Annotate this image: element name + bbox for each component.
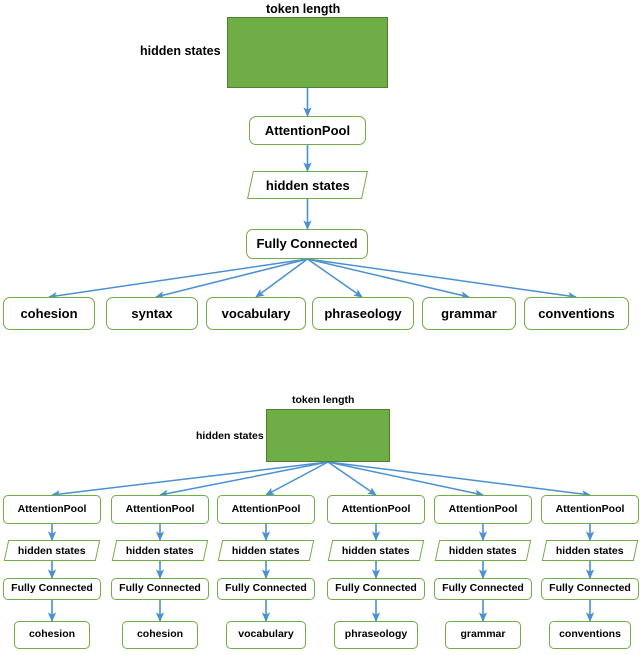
bottom-col5-hidden-states-label: hidden states <box>449 544 517 557</box>
top-output-syntax[interactable]: syntax <box>106 297 198 330</box>
bottom-col3-output[interactable]: vocabulary <box>226 621 306 649</box>
bottom-col4-fullyconnected[interactable]: Fully Connected <box>327 578 425 600</box>
top-output-conventions[interactable]: conventions <box>524 297 629 330</box>
top-matrix-token-length-label: token length <box>266 2 341 16</box>
bottom-col1-fullyconnected[interactable]: Fully Connected <box>3 578 101 600</box>
bottom-col6-fullyconnected[interactable]: Fully Connected <box>541 578 639 600</box>
arrow-fc-to-output-4 <box>307 258 363 298</box>
top-hidden-states-node-label: hidden states <box>265 177 350 193</box>
arrow-fc-to-output-6 <box>307 258 577 300</box>
bottom-col5-fullyconnected[interactable]: Fully Connected <box>434 578 532 600</box>
bottom-col6-hidden-states-label: hidden states <box>556 544 624 557</box>
bottom-col6-attentionpool[interactable]: AttentionPool <box>541 495 639 524</box>
bottom-col1-output[interactable]: cohesion <box>14 621 90 649</box>
bottom-col3-hidden-states[interactable]: hidden states <box>217 540 315 561</box>
arrow-matrix-to-column-6 <box>327 461 591 498</box>
arrow-fc-to-output-3 <box>255 258 308 298</box>
arrow-matrix-to-column-3 <box>265 461 329 496</box>
bottom-col2-output[interactable]: cohesion <box>122 621 198 649</box>
top-output-phraseology[interactable]: phraseology <box>312 297 414 330</box>
top-output-cohesion[interactable]: cohesion <box>3 297 95 330</box>
bottom-col5-output[interactable]: grammar <box>445 621 521 649</box>
top-fullyconnected-node[interactable]: Fully Connected <box>246 229 368 259</box>
bottom-col1-hidden-states[interactable]: hidden states <box>3 540 101 561</box>
bottom-col2-hidden-states-label: hidden states <box>126 544 194 557</box>
top-hidden-states-node[interactable]: hidden states <box>247 171 368 199</box>
bottom-col2-hidden-states[interactable]: hidden states <box>111 540 209 561</box>
arrow-fc-to-output-1 <box>48 258 308 300</box>
top-output-grammar[interactable]: grammar <box>422 297 516 330</box>
bottom-matrix-token-length-label: token length <box>292 394 355 406</box>
arrow-matrix-to-column-5 <box>327 461 484 498</box>
bottom-col5-attentionpool[interactable]: AttentionPool <box>434 495 532 524</box>
top-hidden-states-matrix <box>227 17 388 88</box>
bottom-matrix-hidden-states-label: hidden states <box>196 430 264 442</box>
arrow-matrix-to-column-2 <box>159 461 329 498</box>
bottom-hidden-states-matrix <box>266 409 390 462</box>
arrow-matrix-to-column-4 <box>327 461 377 496</box>
bottom-col4-attentionpool[interactable]: AttentionPool <box>327 495 425 524</box>
bottom-col2-fullyconnected[interactable]: Fully Connected <box>111 578 209 600</box>
bottom-col3-hidden-states-label: hidden states <box>232 544 300 557</box>
arrow-fc-to-output-2 <box>155 258 308 299</box>
bottom-col6-hidden-states[interactable]: hidden states <box>541 540 639 561</box>
bottom-col5-hidden-states[interactable]: hidden states <box>434 540 532 561</box>
bottom-col4-hidden-states-label: hidden states <box>342 544 410 557</box>
arrow-fc-to-output-5 <box>307 258 470 299</box>
bottom-col4-hidden-states[interactable]: hidden states <box>327 540 425 561</box>
bottom-col3-fullyconnected[interactable]: Fully Connected <box>217 578 315 600</box>
top-matrix-hidden-states-label: hidden states <box>140 44 221 58</box>
bottom-col3-attentionpool[interactable]: AttentionPool <box>217 495 315 524</box>
top-attentionpool-node[interactable]: AttentionPool <box>249 116 366 145</box>
arrow-matrix-to-column-1 <box>51 461 329 498</box>
bottom-col1-attentionpool[interactable]: AttentionPool <box>3 495 101 524</box>
top-output-vocabulary[interactable]: vocabulary <box>206 297 306 330</box>
bottom-col2-attentionpool[interactable]: AttentionPool <box>111 495 209 524</box>
column-vertical-arrows <box>47 524 595 622</box>
bottom-col4-output[interactable]: phraseology <box>334 621 418 649</box>
bottom-col6-output[interactable]: conventions <box>549 621 631 649</box>
bottom-col1-hidden-states-label: hidden states <box>18 544 86 557</box>
